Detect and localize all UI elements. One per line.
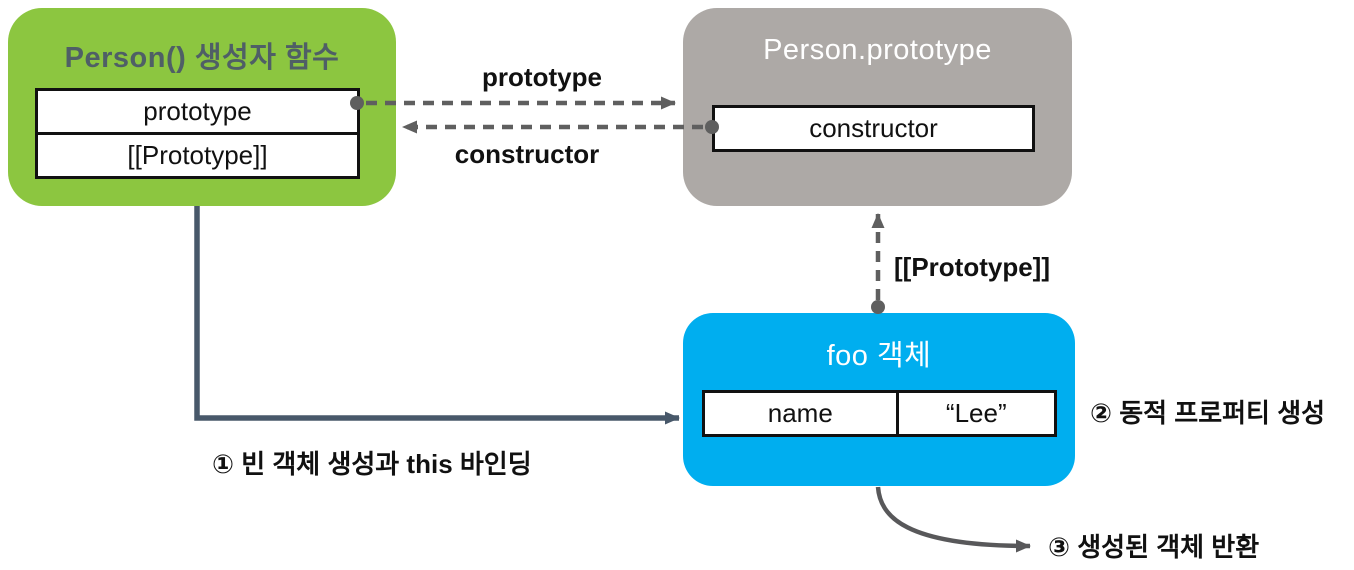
step-2-annotation: ② 동적 프로퍼티 생성 [1090,398,1326,428]
foo-property-row: name “Lee” [702,390,1057,437]
person-constructor-node: Person() 생성자 함수 prototype [[Prototype]] [8,8,396,206]
foo-property-value: “Lee” [895,393,1054,434]
step-1-annotation: ① 빈 객체 생성과 this 바인딩 [212,449,532,479]
person-prototype-title: Person.prototype [763,34,992,66]
person-constructor-title: Person() 생성자 함수 [64,42,340,74]
return-object-arrow [875,486,1031,553]
this-binding-arrow [194,206,680,425]
internal-prototype-edge-label: [[Prototype]] [894,252,1050,282]
slot-prototype: prototype [35,88,360,135]
foo-object-title: foo 객체 [826,340,932,372]
prototype-edge-label: prototype [482,62,602,92]
step-3-annotation: ③ 생성된 객체 반환 [1048,532,1260,562]
slot-constructor: constructor [712,105,1035,152]
constructor-edge-label: constructor [454,139,600,169]
person-constructor-slots: prototype [[Prototype]] [35,88,360,179]
foo-property-key: name [767,398,833,428]
person-prototype-node: Person.prototype constructor [683,8,1072,206]
slot-internal-prototype: [[Prototype]] [35,132,360,179]
person-prototype-slots: constructor [712,105,1035,152]
foo-object-node: foo 객체 name “Lee” [683,313,1075,486]
internal-prototype-arrow-origin-dot [871,300,885,314]
